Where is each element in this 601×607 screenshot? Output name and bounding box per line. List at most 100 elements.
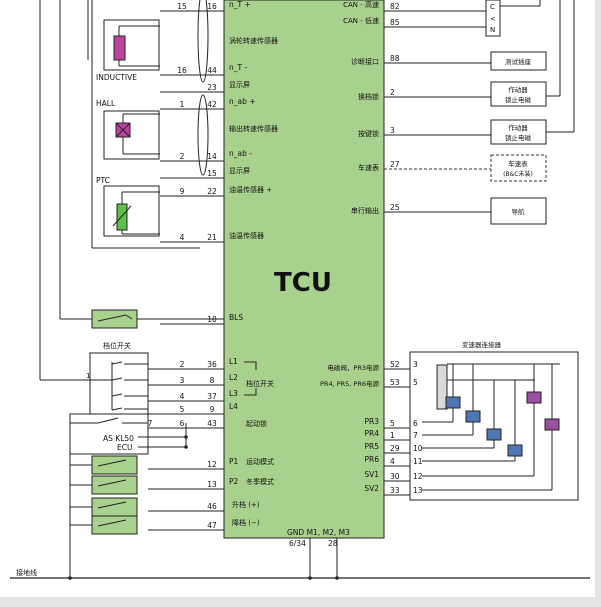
winter-mode-switch (91, 475, 138, 495)
connector-pin-7: 13 (413, 486, 423, 495)
tcu-gnd-pin-1: 6/34 (289, 539, 306, 548)
solenoid-pr4-icon (465, 410, 481, 423)
label-can-high: CAN - 高速 (343, 0, 379, 9)
left-pin-5: 1 (180, 100, 185, 109)
label-oil-sensor: 油温传感器 (229, 231, 264, 240)
inductive-coil-icon (113, 35, 126, 61)
can-box-a: < (490, 15, 496, 23)
actuator-1-box (490, 81, 547, 107)
actuator-2-box (490, 119, 547, 145)
right-edge (595, 0, 601, 607)
label-sol-power-2: PR4, PR5, PR6电源 (320, 379, 379, 388)
label-start-lock: 起动锁 (246, 419, 267, 428)
label-l2: L2 (229, 373, 238, 382)
label-winter-mode: 冬季模式 (246, 477, 274, 486)
label-lock-relay-2: 按键锁 (358, 129, 379, 138)
label-n-t-plus: n_T + (229, 0, 251, 9)
label-can-low: CAN - 低速 (343, 16, 379, 25)
label-upshift: 升档 (+) (232, 500, 260, 509)
label-sol-power-1: 电磁阀，PR3电源 (327, 363, 379, 372)
label-sv1: SV1 (364, 470, 379, 479)
right-pin-10: 1 (390, 431, 395, 440)
actuator-1-line2: 锁止电磁 (505, 95, 532, 104)
tcu-gnd-pin-2: 28 (328, 539, 338, 548)
left-pin-16: 36 (207, 360, 217, 369)
connector-pin-5: 11 (413, 457, 423, 466)
solenoid-pr5-icon (486, 428, 502, 441)
left-pin-18: 8 (210, 376, 215, 385)
connector-pin-1: 5 (413, 378, 418, 387)
nav-box (490, 197, 547, 225)
bls-switch (91, 309, 138, 329)
label-speedo: 车速表 (358, 163, 379, 172)
ptc-thermistor-icon (116, 203, 128, 231)
label-l1: L1 (229, 357, 238, 366)
left-pin-23: 7 (148, 419, 153, 428)
left-pin-24: 6 (180, 419, 185, 428)
label-p2: P2 (229, 477, 239, 486)
left-pin-17: 3 (180, 376, 185, 385)
twisted-pair-1 (197, 0, 209, 83)
diag-socket-label: 测试插座 (505, 57, 532, 66)
nav-label: 导航 (512, 207, 526, 216)
upshift-switch (91, 497, 138, 517)
solenoid-sv1-icon (526, 391, 542, 404)
right-pin-9: 5 (390, 419, 395, 428)
left-pin-20: 37 (207, 392, 217, 401)
left-pin-2: 16 (177, 66, 187, 75)
speedo-line1: 车速表 (508, 159, 528, 168)
can-box-n: N (490, 26, 495, 34)
solenoid-sv2-icon (544, 418, 560, 431)
label-pr5: PR5 (364, 442, 379, 451)
tcu-gnd-label: GND M1, M2, M3 (287, 528, 350, 537)
twisted-pair-2 (197, 94, 209, 176)
label-l3: L3 (229, 389, 238, 398)
left-pin-6: 42 (207, 100, 217, 109)
hall-sensor-box (103, 110, 160, 160)
left-pin-21: 5 (180, 405, 185, 414)
label-n-ab-plus: n_ab + (229, 97, 256, 106)
speedo-line2: (B&C未装) (503, 170, 533, 178)
left-pin-26: 12 (207, 460, 217, 469)
label-pr4: PR4 (364, 429, 379, 438)
connector-strip (436, 364, 448, 410)
connector-pin-2: 6 (413, 419, 418, 428)
label-p1: P1 (229, 457, 239, 466)
left-pin-14: 10 (207, 315, 217, 324)
left-pin-29: 47 (207, 521, 217, 530)
left-pin-9: 15 (207, 169, 217, 178)
left-pin-11: 22 (207, 187, 217, 196)
right-pin-1: 85 (390, 18, 400, 27)
right-pin-8: 53 (390, 378, 400, 387)
label-downshift: 降档 (−) (232, 518, 260, 527)
label-oil-sensor-plus: 油温传感器 + (229, 185, 272, 194)
label-output-sensor: 输出转速传感器 (229, 124, 278, 133)
label-display-1: 显示屏 (229, 81, 250, 89)
right-pin-0: 82 (390, 2, 400, 11)
right-pin-12: 4 (390, 457, 395, 466)
solenoid-pr3-icon (445, 396, 461, 409)
connector-pin-3: 7 (413, 431, 418, 440)
gear-switch-label: 档位开关 (103, 341, 131, 350)
gear-switch-in-pin: 1 (86, 372, 90, 380)
left-pin-27: 13 (207, 480, 217, 489)
bottom-bar (0, 597, 601, 607)
right-pin-7: 52 (390, 360, 400, 369)
label-turbine-sensor: 涡轮转速传感器 (229, 36, 278, 45)
label-n-ab-minus: n_ab - (229, 149, 252, 158)
right-pin-4: 3 (390, 126, 395, 135)
connector-pin-0: 3 (413, 360, 418, 369)
left-pin-8: 14 (207, 152, 217, 161)
left-pin-25: 43 (207, 419, 217, 428)
left-pin-15: 2 (180, 360, 185, 369)
downshift-switch (91, 515, 138, 535)
ptc-label: PTC (96, 176, 110, 185)
solenoid-pr6-icon (507, 444, 523, 457)
left-pin-22: 9 (210, 405, 215, 414)
right-wires (384, 10, 491, 496)
left-pin-28: 46 (207, 502, 217, 511)
